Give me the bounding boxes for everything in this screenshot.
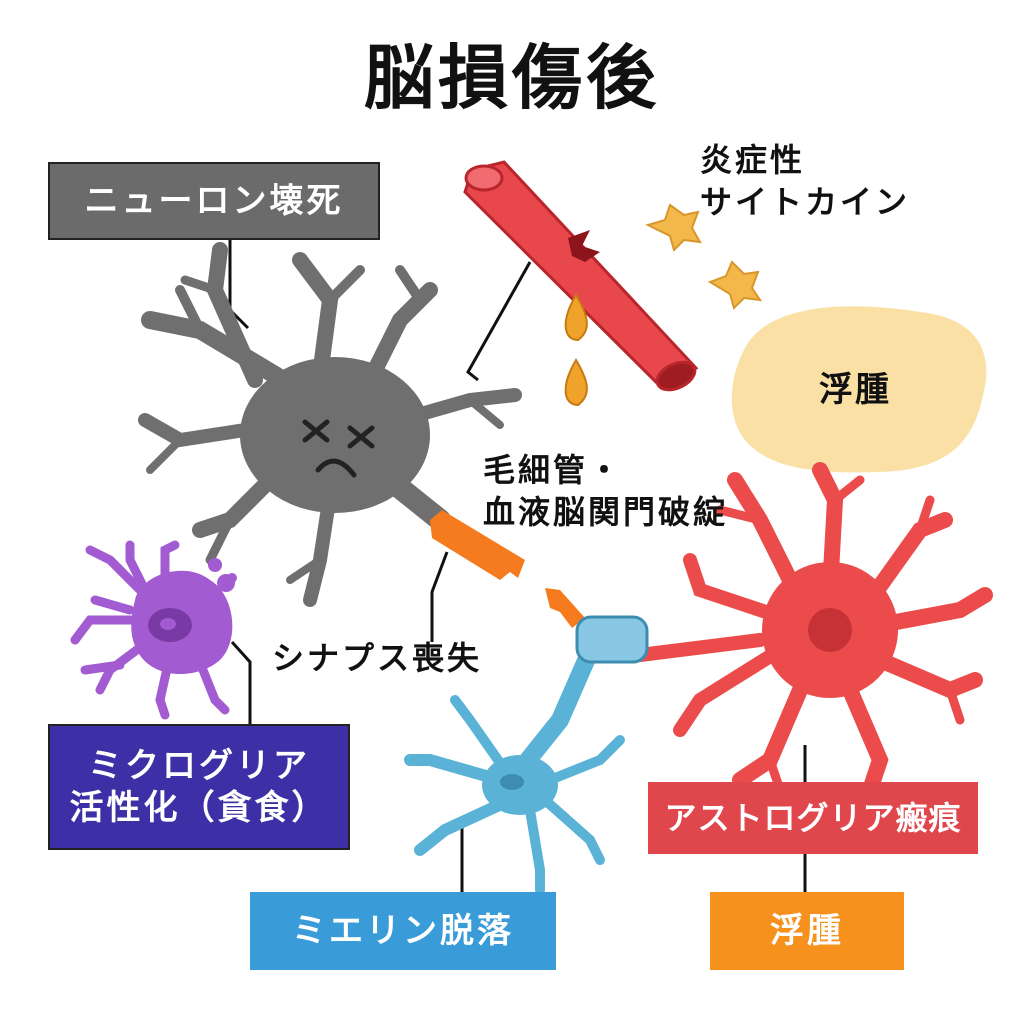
connector-synapse xyxy=(430,551,449,642)
edema-blob xyxy=(731,306,987,473)
page-title: 脳損傷後 xyxy=(364,37,660,119)
synapse-loss-label: シナプス喪失 xyxy=(272,639,483,677)
blood-drops xyxy=(564,293,588,407)
bbb-label: 毛細管・ 血液脳関門破綻 xyxy=(483,450,728,533)
connector-lines xyxy=(228,240,807,892)
cytokine-icons xyxy=(645,203,763,310)
cytokines-line1: 炎症性 xyxy=(700,141,806,179)
edema-box-text: 浮腫 xyxy=(770,910,844,951)
microglia-line2: 活性化（貪食） xyxy=(69,788,329,828)
edema-box: 浮腫 xyxy=(710,892,904,970)
dead-neuron-icon xyxy=(138,242,522,607)
astro-scar-label: アストログリア瘢痕 xyxy=(648,782,978,854)
connector-microglia xyxy=(230,640,252,726)
edema-blob-label: 浮腫 xyxy=(819,370,891,410)
bbb-line2: 血液脳関門破綻 xyxy=(483,492,729,531)
neuron-death-label: ニューロン壊死 xyxy=(48,162,380,240)
connector-bbb xyxy=(466,261,532,382)
demyelination-label: ミエリン脱落 xyxy=(250,892,556,970)
astro-scar-text: アストログリア瘢痕 xyxy=(664,799,962,837)
microglia-icon xyxy=(70,540,237,720)
synapse-break-icon xyxy=(430,510,585,628)
demyelination-text: ミエリン脱落 xyxy=(292,910,514,951)
microglia-label: ミクログリア 活性化（貪食） xyxy=(48,724,350,850)
neuron-death-text: ニューロン壊死 xyxy=(84,180,344,221)
bbb-line1: 毛細管・ xyxy=(483,451,624,489)
astrocyte-icon xyxy=(633,462,993,798)
microglia-line1: ミクログリア xyxy=(88,745,310,786)
cytokines-label: 炎症性 サイトカイン xyxy=(700,140,910,223)
ruptured-vessel-icon xyxy=(463,160,699,392)
myelin-sheath xyxy=(575,615,649,664)
cytokines-line2: サイトカイン xyxy=(700,182,911,221)
oligodendrocyte-icon xyxy=(404,615,649,895)
